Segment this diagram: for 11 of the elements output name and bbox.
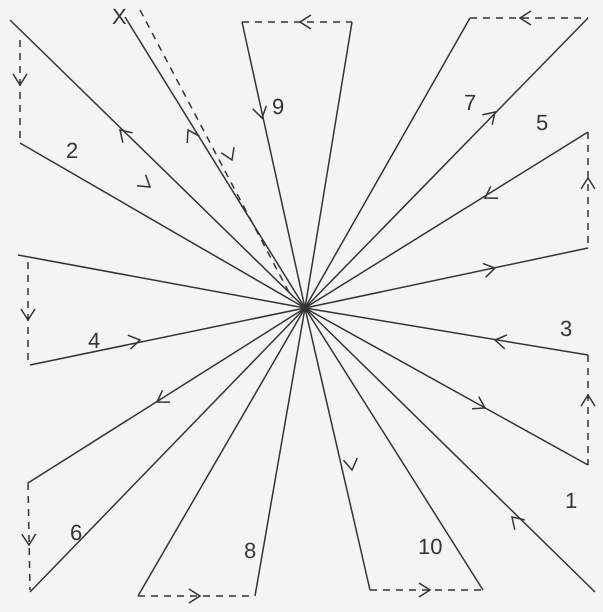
callout-number: 8	[244, 540, 256, 562]
callout-number: 10	[418, 536, 442, 558]
callout-number: 4	[88, 330, 100, 352]
callout-number: 3	[560, 318, 572, 340]
callout-number: 1	[565, 490, 578, 512]
callout-number: 2	[66, 140, 78, 162]
callout-number: 5	[536, 112, 548, 134]
callout-number: 9	[272, 96, 284, 118]
callout-number: 6	[70, 522, 82, 544]
callout-number: 7	[464, 92, 476, 114]
callout-number: X	[112, 6, 127, 28]
